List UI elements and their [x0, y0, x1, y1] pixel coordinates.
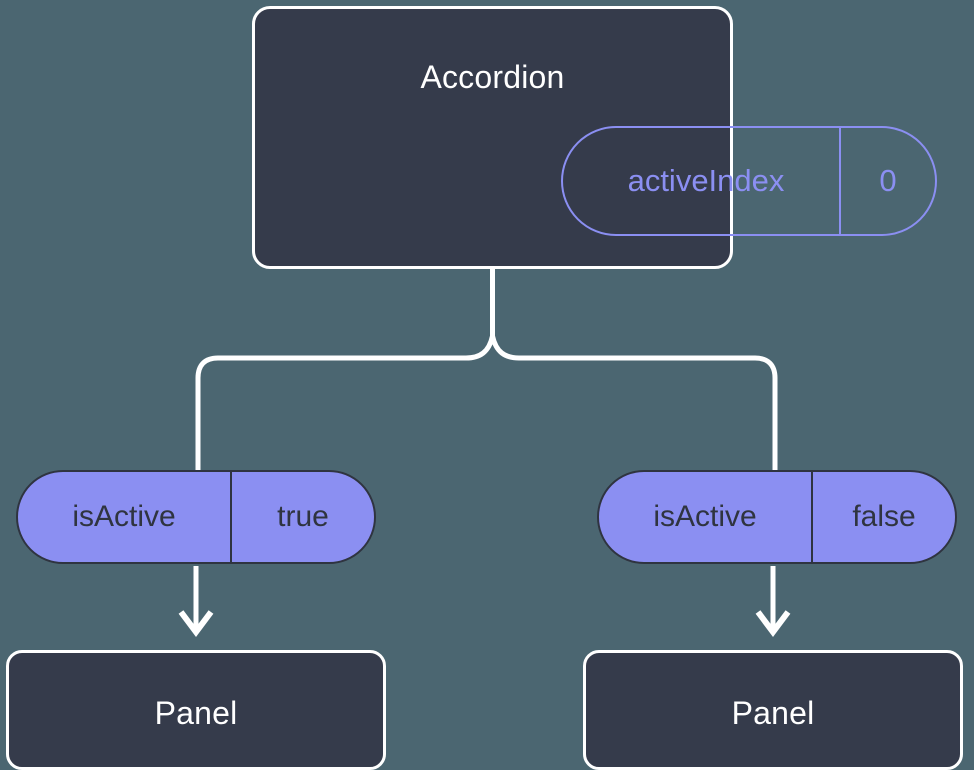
prop-value-isactive-left: true: [277, 500, 329, 533]
component-panel-right[interactable]: Panel: [583, 650, 963, 770]
state-pill-activeindex[interactable]: activeIndex 0: [561, 126, 937, 236]
panel-left-title: Panel: [154, 695, 238, 731]
fork-right-curve: [490, 335, 778, 470]
state-value-activeindex: 0: [879, 163, 897, 198]
fork-left-curve: [195, 335, 495, 470]
prop-pill-isactive-true[interactable]: isActive true: [16, 470, 376, 564]
component-panel-left[interactable]: Panel: [6, 650, 386, 770]
accordion-title: Accordion: [420, 59, 565, 95]
panel-right-title: Panel: [731, 695, 815, 731]
prop-pill-isactive-false[interactable]: isActive false: [597, 470, 957, 564]
arrowhead-right: [755, 610, 791, 637]
arrowhead-left: [178, 610, 214, 637]
prop-value-isactive-right: false: [852, 500, 916, 533]
component-accordion[interactable]: Accordion activeIndex 0: [252, 6, 937, 269]
state-key-activeindex: activeIndex: [563, 128, 841, 234]
prop-key-isactive-right: isActive: [599, 472, 813, 562]
prop-key-isactive-left: isActive: [18, 472, 232, 562]
